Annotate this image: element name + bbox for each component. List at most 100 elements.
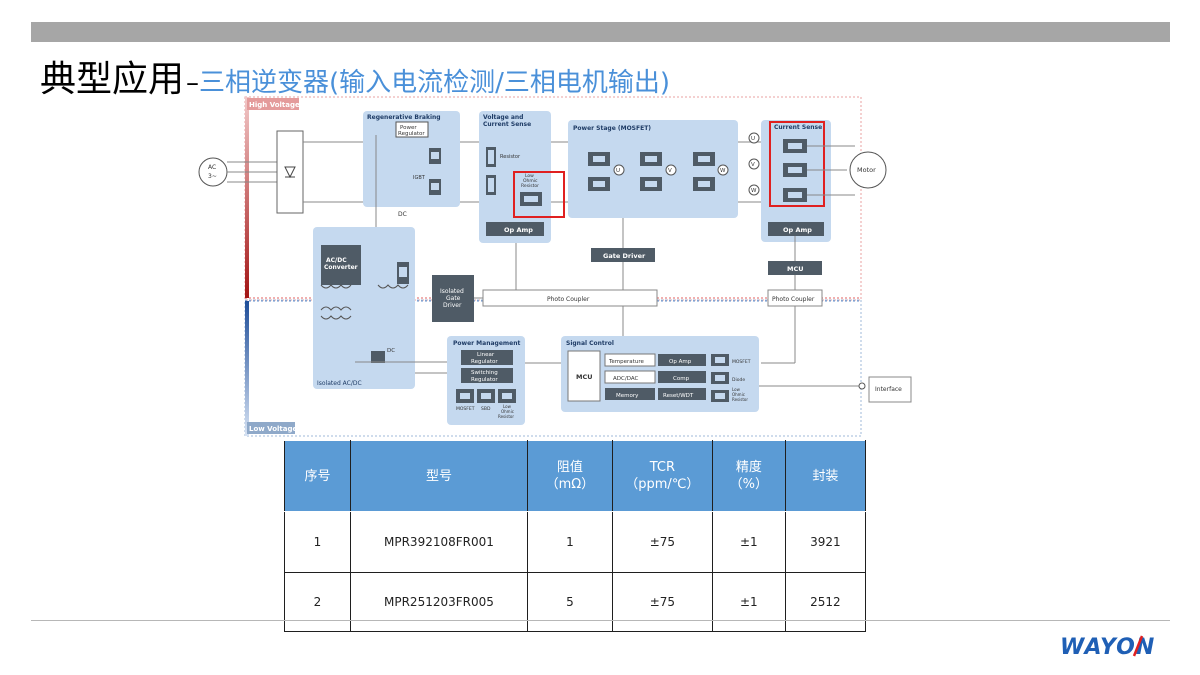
sc-diode: Diode [732,377,745,383]
ps-w: W [720,168,726,174]
vcs-opamp-label: Op Amp [504,226,533,234]
header-tcr-label: TCR [649,460,675,475]
isolated-gate-driver [432,275,474,322]
cell-model: MPR392108FR001 [349,511,528,573]
header-model: 型号 [349,440,528,512]
pm-lor2: Ohmic [501,409,514,414]
vcs-lor3: Resistor [521,183,539,189]
sc-mosfet: MOSFET [732,359,751,365]
cell-index: 2 [284,572,351,632]
switching-regulator [461,368,513,383]
regen-title: Regenerative Braking [367,114,441,121]
ps-u: U [616,168,620,174]
title-sub: 三相逆变器(输入电流检测/三相电机输出) [199,68,671,98]
pm-mosfet: MOSFET [456,406,475,412]
power-mgmt-title: Power Management [453,340,520,347]
cell-tcr: ±75 [611,572,713,632]
ac-source [198,157,228,187]
header-resistance: 阻值 （mΩ） [526,440,613,512]
resistor-label: Resistor [500,154,521,160]
interface-block [868,376,912,403]
sc-adcdac-label: ADC/DAC [613,376,638,382]
logo-text: WAYON [1060,635,1155,658]
top-banner [31,22,1170,42]
sc-adcdac [604,370,656,384]
motor-label: Motor [857,166,876,174]
wayon-logo: WAYON [1060,635,1155,658]
highlight-input-sense [513,171,565,218]
cs-mcu [768,261,822,275]
power-stage-title: Power Stage (MOSFET) [573,125,651,132]
footer-divider [31,620,1170,621]
power-reg-line1: Power [400,125,417,131]
low-voltage-tag [247,422,295,434]
rectifier-block [276,130,304,214]
cs-photo-label: Photo Coupler [772,296,815,303]
interface-label: Interface [875,386,902,393]
header-resistance-label: 阻值 [556,460,583,475]
cell-accuracy: ±1 [711,572,786,632]
regen-dc-label: DC [398,211,407,218]
cell-tcr: ±75 [611,511,713,573]
cell-resistance: 1 [526,511,613,573]
cs-u: U [751,136,755,142]
isolated-dc-label: DC [387,348,395,354]
power-stage-block [568,120,738,218]
pm-sbd: SBD [481,406,491,412]
header-tcr: TCR （ppm/℃） [611,440,713,512]
cell-model: MPR251203FR005 [349,572,528,632]
acdc-line2: Converter [324,264,358,271]
sc-reset [658,388,706,400]
table-row: 2 MPR251203FR005 5 ±75 ±1 2512 [284,572,867,632]
title-main: 典型应用 [40,59,185,100]
header-resistance-unit: （mΩ） [545,477,595,492]
power-regulator-block [395,121,429,138]
cs-v: V [751,162,755,168]
power-reg-line2: Regulator [398,131,425,137]
sc-opamp [658,354,706,366]
photo-coupler-label: Photo Coupler [547,296,590,303]
current-sense-title: Current Sense [774,124,822,131]
sc-lor2: Ohmic [732,392,745,397]
igd-line3: Driver [443,302,462,309]
spec-table: 序号 型号 阻值（mΩ） TCR（ppm/℃） 精度（%） 封装 1 MPR39… [284,440,867,632]
high-voltage-tag [247,98,299,110]
header-tcr-unit: （ppm/℃） [625,477,700,492]
motor [849,151,887,189]
acdc-converter-block [321,245,361,285]
signal-control-title: Signal Control [566,340,614,347]
isolated-acdc-label: Isolated AC/DC [317,380,362,387]
table-header-row: 序号 型号 阻值（mΩ） TCR（ppm/℃） 精度（%） 封装 [284,440,867,512]
ac-phase-label: 3~ [208,173,217,180]
isolated-diode [371,351,385,363]
sc-lor1: Low [732,387,741,392]
inverter-block-diagram: High Voltage Low Voltage AC 3~ Regenerat… [198,96,912,437]
cell-accuracy: ±1 [711,511,786,573]
header-accuracy: 精度（%） [711,440,786,512]
header-package: 封装 [784,440,867,512]
cell-package: 2512 [784,572,867,632]
table-row: 1 MPR392108FR001 1 ±75 ±1 3921 [284,511,867,573]
pm-lor3: Resistor [498,414,514,419]
ac-label: AC [208,164,216,171]
vcs-title1: Voltage and [483,114,523,121]
high-voltage-label: High Voltage [249,101,300,109]
sc-reset-label: Reset/WDT [663,393,694,399]
cs-w: W [751,188,757,194]
igd-line1: Isolated [440,288,464,295]
header-package-label: 封装 [812,468,839,484]
lin-reg2: Regulator [471,359,498,365]
sc-memory [605,388,655,400]
igd-line2: Gate [446,295,461,302]
sc-mcu-label: MCU [576,373,593,381]
sc-temp-label: Temperature [608,359,644,365]
igbt-label: IGBT [413,175,426,181]
cell-resistance: 5 [526,572,613,632]
vcs-title2: Current Sense [483,121,531,128]
gate-driver [591,248,655,262]
acdc-line1: AC/DC [326,257,347,264]
low-voltage-label: Low Voltage [249,425,297,433]
cell-index: 1 [284,511,351,573]
linear-regulator [461,350,513,365]
sc-comp-label: Comp [673,376,690,382]
